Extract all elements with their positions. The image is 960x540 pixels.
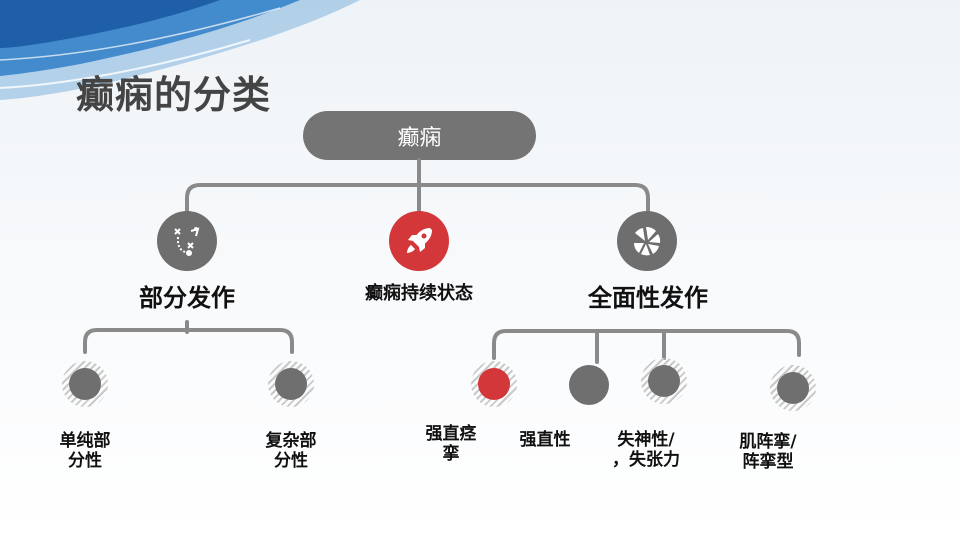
partial-seizure-node (157, 211, 217, 271)
decorative-wave (0, 0, 360, 100)
root-node: 癫痫 (303, 111, 536, 160)
category-label-generalized: 全面性发作 (588, 284, 708, 312)
leaf-label: 失神性/ ，失张力 (612, 430, 680, 470)
leaf-node-myoclonic-clonic (770, 365, 816, 411)
status-epilepticus-node (389, 211, 449, 271)
pie-explode-icon (634, 226, 661, 256)
category-label-partial: 部分发作 (139, 284, 235, 312)
leaf-label: 肌阵挛/ 阵挛型 (739, 432, 797, 472)
leaf-label: 强直痉 挛 (425, 424, 477, 464)
rocket-icon (407, 228, 432, 253)
leaf-node-complex-partial (268, 361, 314, 407)
strategy-play-icon (174, 227, 200, 256)
leaf-node-tonic-clonic (471, 361, 517, 407)
slide-title: 癫痫的分类 (76, 73, 272, 117)
leaf-label: 复杂部 分性 (265, 431, 317, 471)
leaf-node-tonic (569, 365, 615, 411)
leaf-node-simple-partial (62, 361, 108, 407)
generalized-seizure-node (617, 211, 677, 271)
category-label-status: 癫痫持续状态 (365, 283, 473, 304)
leaf-label: 单纯部 分性 (59, 431, 111, 471)
leaf-label: 强直性 (519, 430, 571, 450)
leaf-node-absence-atonic (641, 358, 687, 404)
